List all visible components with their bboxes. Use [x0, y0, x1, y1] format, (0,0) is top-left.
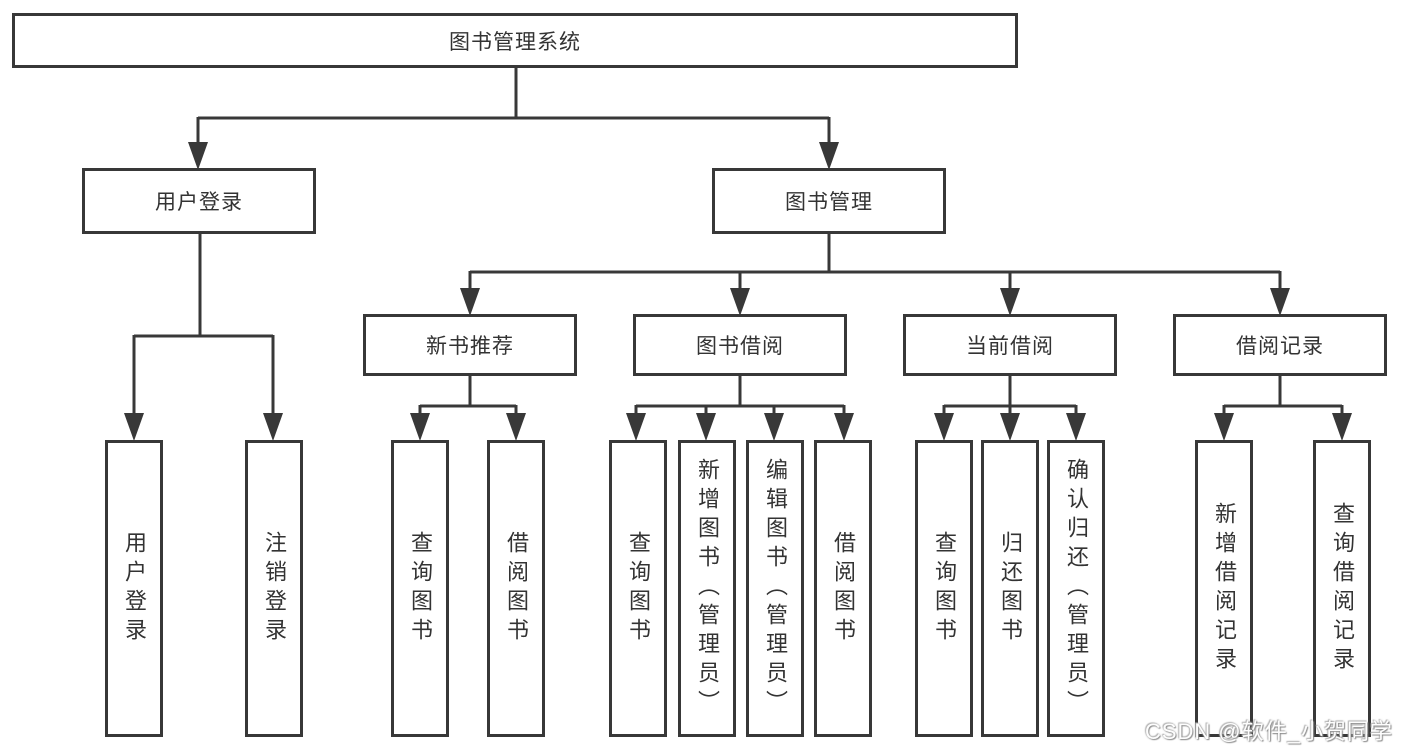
leaf-records-query-record: 查询借阅记录: [1313, 440, 1371, 737]
leaf-borrow-edit-books-admin: 编辑图书（管理员）: [746, 440, 804, 737]
leaf-records-add-record-label: 新增借阅记录: [1212, 501, 1237, 676]
node-new-book-recommend-label: 新书推荐: [426, 335, 514, 358]
node-root: 图书管理系统: [12, 13, 1018, 68]
leaf-records-add-record: 新增借阅记录: [1195, 440, 1253, 737]
leaf-current-confirm-return-admin-label: 确认归还（管理员）: [1064, 458, 1089, 719]
leaf-newbook-query-books: 查询图书: [391, 440, 449, 737]
leaf-borrow-borrow-books: 借阅图书: [814, 440, 872, 737]
leaf-logout-label: 注销登录: [262, 530, 287, 647]
leaf-newbook-query-books-label: 查询图书: [408, 530, 433, 647]
node-book-borrow: 图书借阅: [633, 314, 847, 376]
node-user-login-label: 用户登录: [155, 191, 243, 214]
leaf-borrow-add-books-admin-label: 新增图书（管理员）: [695, 458, 720, 719]
leaf-logout: 注销登录: [245, 440, 303, 737]
leaf-newbook-borrow-books-label: 借阅图书: [504, 530, 529, 647]
node-current-borrow: 当前借阅: [903, 314, 1117, 376]
leaf-newbook-borrow-books: 借阅图书: [487, 440, 545, 737]
leaf-borrow-query-books-label: 查询图书: [626, 530, 651, 647]
leaf-current-return-books-label: 归还图书: [998, 530, 1023, 647]
leaf-current-confirm-return-admin: 确认归还（管理员）: [1047, 440, 1105, 737]
leaf-current-query-books-label: 查询图书: [932, 530, 957, 647]
node-user-login: 用户登录: [82, 168, 316, 234]
leaf-current-return-books: 归还图书: [981, 440, 1039, 737]
leaf-user-login-label: 用户登录: [122, 530, 147, 647]
node-book-management-label: 图书管理: [785, 191, 873, 214]
node-borrow-records-label: 借阅记录: [1236, 335, 1324, 358]
node-borrow-records: 借阅记录: [1173, 314, 1387, 376]
node-new-book-recommend: 新书推荐: [363, 314, 577, 376]
node-current-borrow-label: 当前借阅: [966, 335, 1054, 358]
leaf-user-login: 用户登录: [105, 440, 163, 737]
node-root-label: 图书管理系统: [449, 30, 581, 54]
csdn-watermark: CSDN @软件_小贺同学: [1144, 719, 1393, 744]
leaf-current-query-books: 查询图书: [915, 440, 973, 737]
leaf-borrow-query-books: 查询图书: [609, 440, 667, 737]
leaf-borrow-borrow-books-label: 借阅图书: [831, 530, 856, 647]
leaf-records-query-record-label: 查询借阅记录: [1330, 501, 1355, 676]
leaf-borrow-edit-books-admin-label: 编辑图书（管理员）: [763, 458, 788, 719]
node-book-borrow-label: 图书借阅: [696, 335, 784, 358]
leaf-borrow-add-books-admin: 新增图书（管理员）: [678, 440, 736, 737]
node-book-management: 图书管理: [712, 168, 946, 234]
